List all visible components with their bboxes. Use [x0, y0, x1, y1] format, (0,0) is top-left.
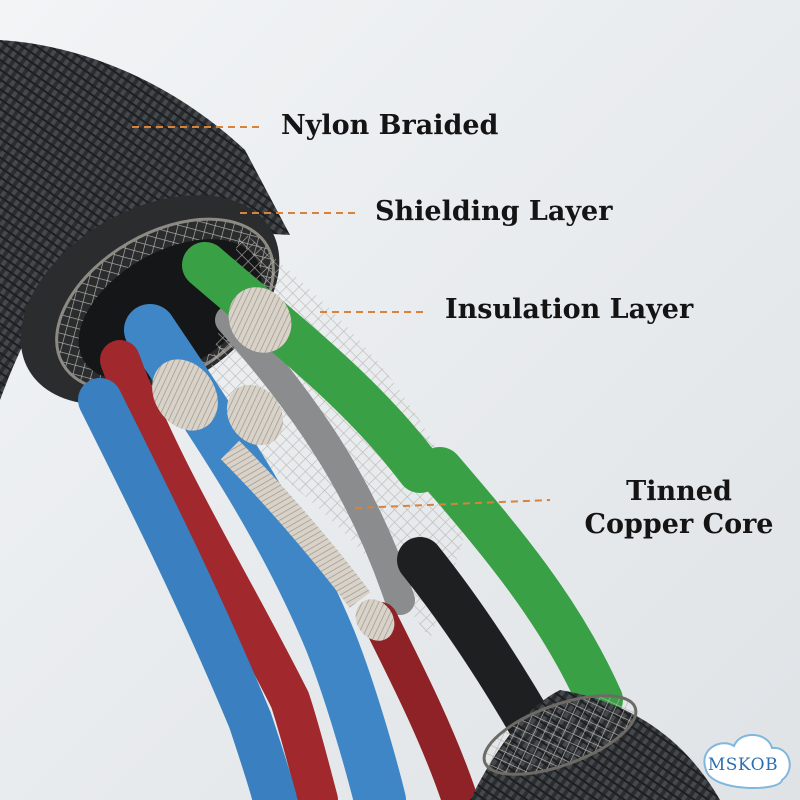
red-wire-2	[362, 602, 478, 800]
twisted-copper-core	[220, 440, 371, 608]
black-wire	[397, 537, 563, 763]
watermark-text: MSKOB	[707, 755, 779, 775]
red-wire	[100, 340, 338, 800]
leader-line-copper	[354, 499, 551, 509]
watermark-logo	[703, 734, 791, 789]
leader-lines	[132, 126, 551, 509]
label-tinned-copper-core-line2: Copper Core	[584, 508, 774, 540]
copper-strand-end	[152, 359, 218, 431]
label-insulation-layer: Insulation Layer	[445, 294, 694, 325]
green-wire	[182, 242, 443, 493]
green-wire-long	[417, 447, 623, 723]
label-tinned-copper-core: Tinned Copper Core	[568, 476, 790, 542]
label-tinned-copper-core-line1: Tinned	[626, 476, 732, 507]
bottom-shield-ring	[482, 694, 638, 776]
blue-wire-2	[78, 378, 297, 800]
label-shielding-layer: Shielding Layer	[375, 196, 613, 227]
copper-strand-end	[355, 599, 395, 641]
copper-strand-end	[228, 287, 292, 353]
wire-bundle	[78, 242, 623, 800]
copper-strand-end	[226, 384, 284, 446]
label-nylon-braided: Nylon Braided	[281, 110, 499, 141]
